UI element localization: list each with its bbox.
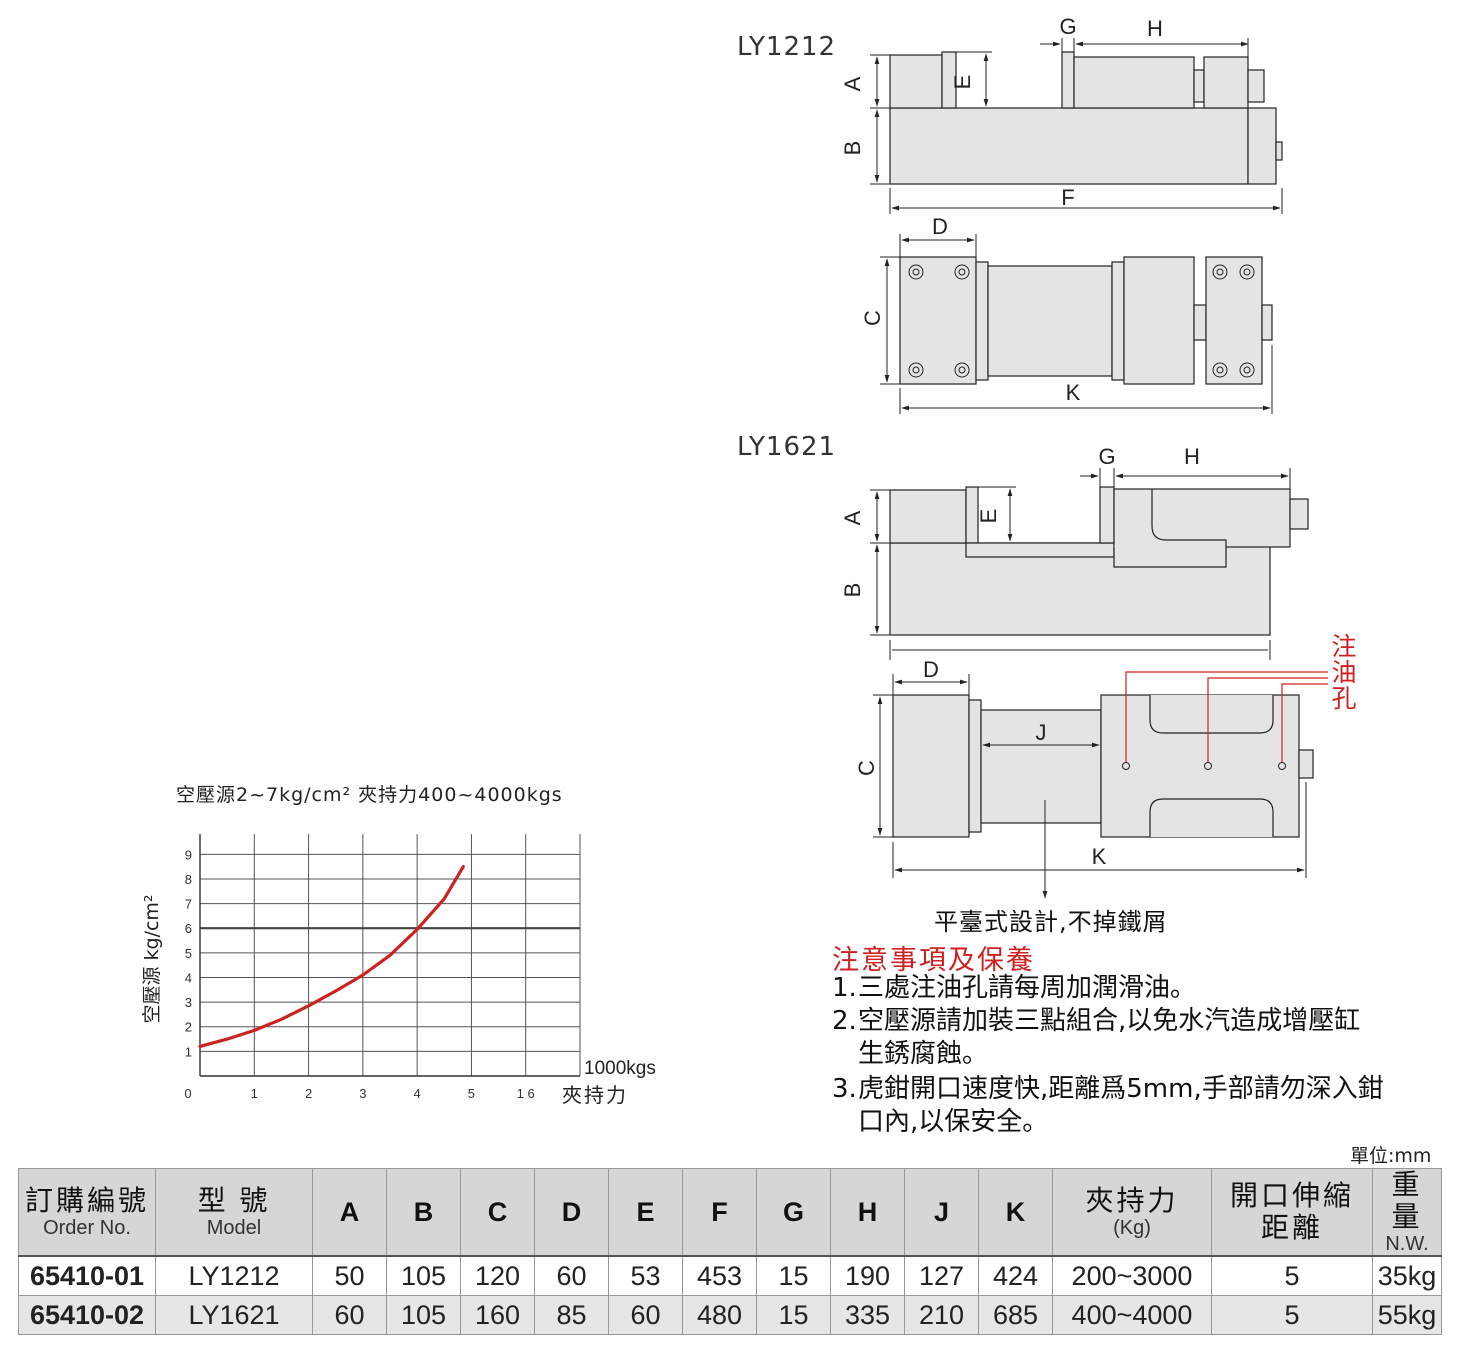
dim-k-label-2: K bbox=[1092, 844, 1107, 869]
dim-j-label: J bbox=[1036, 720, 1047, 745]
ly1212-top-view: D C K bbox=[860, 214, 1273, 414]
table-row: 65410-01 LY1212 50 105 120 60 53 453 15 … bbox=[18, 1255, 1442, 1296]
note-item-2-cont: 生銹腐蝕。 bbox=[858, 1039, 989, 1069]
x-tick-label: 2 bbox=[305, 1086, 312, 1101]
y-tick-label: 3 bbox=[185, 995, 192, 1010]
platform-design-caption: 平臺式設計,不掉鐵屑 bbox=[934, 908, 1168, 936]
chart-title: 空壓源2~7kg/cm² 夾持力400~4000kgs bbox=[176, 784, 563, 806]
dim-c-label: C bbox=[860, 310, 885, 326]
x-tick-label: 1 6 bbox=[517, 1086, 535, 1101]
dim-a-label-2: A bbox=[840, 510, 865, 525]
note-item-2: 2. 空壓源請加裝三點組合,以免水汽造成增壓缸 bbox=[832, 1006, 1361, 1036]
x-tick-label: 3 bbox=[359, 1086, 366, 1101]
dim-g-label-2: G bbox=[1098, 444, 1115, 469]
dim-b-label-2: B bbox=[840, 583, 865, 598]
x-unit-label: 1000kgs bbox=[584, 1058, 656, 1079]
header-j: J bbox=[904, 1168, 979, 1257]
series-line bbox=[198, 865, 465, 1048]
y-tick-label: 7 bbox=[185, 897, 192, 912]
x-tick-label: 0 bbox=[184, 1086, 191, 1101]
x-tick-label: 5 bbox=[468, 1086, 475, 1101]
dim-g-label: G bbox=[1059, 14, 1076, 39]
header-e: E bbox=[608, 1168, 683, 1257]
bolt-holes bbox=[908, 264, 1255, 378]
header-f: F bbox=[682, 1168, 757, 1257]
note-item-1: 1. 三處注油孔請每周加潤滑油。 bbox=[832, 973, 1197, 1003]
dim-h-label-2: H bbox=[1184, 444, 1200, 469]
x-tick-label: 1 bbox=[251, 1086, 258, 1101]
dim-a-label: A bbox=[840, 76, 865, 91]
y-tick-label: 6 bbox=[185, 921, 192, 936]
y-tick-label: 8 bbox=[185, 872, 192, 887]
y-tick-label: 4 bbox=[185, 970, 192, 985]
dim-k-label: K bbox=[1066, 380, 1081, 405]
y-tick-label: 5 bbox=[185, 946, 192, 961]
dim-b-label: B bbox=[840, 141, 865, 156]
ly1621-side-view: A B E G H bbox=[840, 444, 1309, 660]
header-d: D bbox=[534, 1168, 609, 1257]
model-title-ly1212: LY1212 bbox=[737, 32, 837, 62]
header-opening-stroke: 開口伸縮距離 bbox=[1211, 1168, 1373, 1257]
dim-d-label-2: D bbox=[923, 657, 939, 682]
dim-h-label: H bbox=[1147, 16, 1163, 41]
header-a: A bbox=[312, 1168, 387, 1257]
dim-d-label: D bbox=[932, 214, 948, 239]
header-g: G bbox=[756, 1168, 831, 1257]
header-b: B bbox=[386, 1168, 461, 1257]
notes-title: 注意事項及保養 bbox=[832, 945, 1035, 976]
note-item-3-cont: 口內,以保安全。 bbox=[858, 1107, 1049, 1137]
dim-c-label-2: C bbox=[854, 760, 879, 776]
notes-list: 1. 三處注油孔請每周加潤滑油。 2. 空壓源請加裝三點組合,以免水汽造成增壓缸… bbox=[832, 972, 1452, 1139]
header-c: C bbox=[460, 1168, 535, 1257]
vise-drawings: A B E F G H D bbox=[840, 14, 1328, 899]
dim-e-label: E bbox=[950, 75, 975, 90]
header-k: K bbox=[978, 1168, 1053, 1257]
header-h: H bbox=[830, 1168, 905, 1257]
note-item-3: 3. 虎鉗開口速度快,距離爲5mm,手部請勿深入鉗 bbox=[832, 1074, 1384, 1104]
y-axis-label: 空壓源 kg/cm² bbox=[141, 894, 163, 1023]
model-title-ly1621: LY1621 bbox=[737, 432, 837, 462]
x-axis-label: 夾持力 bbox=[562, 1083, 628, 1107]
table-row: 65410-02 LY1621 60 105 160 85 60 480 15 … bbox=[18, 1295, 1442, 1335]
dim-f-label: F bbox=[1061, 185, 1074, 210]
x-tick-label: 4 bbox=[414, 1086, 421, 1101]
pressure-force-chart: 1 2 3 4 5 6 7 8 9 0 1 2 3 4 5 1 6 1000kgs 夾持力 空壓源 kg/cm² bbox=[141, 834, 656, 1107]
ly1621-top-view: D C J K bbox=[854, 657, 1328, 899]
oil-hole-label: 注 油 孔 bbox=[1331, 632, 1357, 713]
ly1212-side-view: A B E F G H bbox=[840, 14, 1283, 214]
y-tick-label: 1 bbox=[185, 1044, 192, 1059]
header-clamping-force: 夾持力(Kg) bbox=[1052, 1168, 1212, 1257]
unit-label: 單位:mm bbox=[1350, 1145, 1432, 1167]
y-tick-label: 9 bbox=[185, 847, 192, 862]
y-tick-label: 2 bbox=[185, 1020, 192, 1035]
dim-e-label-2: E bbox=[976, 509, 1001, 524]
